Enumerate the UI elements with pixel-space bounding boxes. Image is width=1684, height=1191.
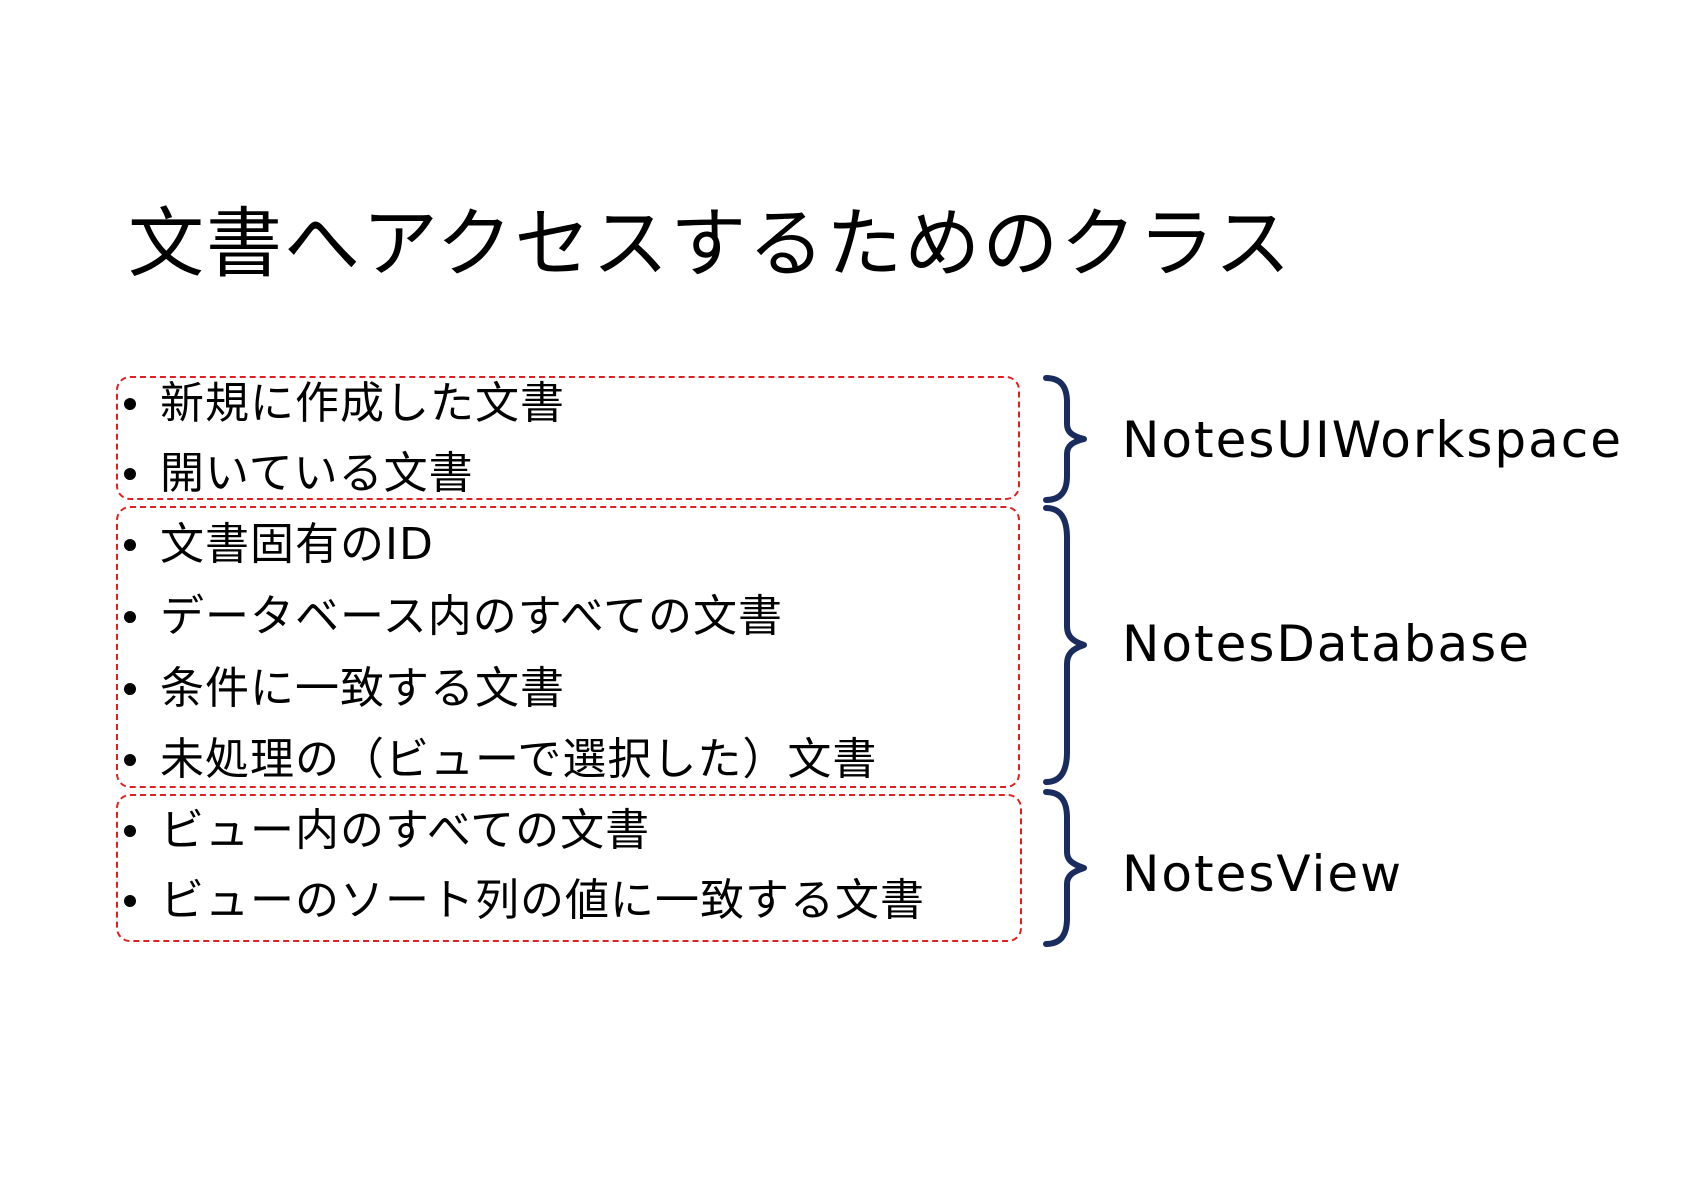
group-box-notesdatabase xyxy=(116,506,1020,788)
bullet-icon xyxy=(124,611,136,623)
bullet-icon xyxy=(124,539,136,551)
bullet-icon xyxy=(124,683,136,695)
bullet-icon xyxy=(124,468,136,480)
class-label-notesuiworkspace: NotesUIWorkspace xyxy=(1122,411,1624,469)
bullet-text: ビューのソート列の値に一致する文書 xyxy=(160,875,925,926)
bullet-item: 開いている文書 xyxy=(124,444,474,504)
bullet-item: 新規に作成した文書 xyxy=(124,374,565,434)
bullet-item: ビューのソート列の値に一致する文書 xyxy=(124,871,925,931)
bullet-text: データベース内のすべての文書 xyxy=(160,591,783,642)
bullet-item: 条件に一致する文書 xyxy=(124,659,565,719)
curly-brace-icon xyxy=(1043,375,1087,503)
bullet-text: 文書固有のID xyxy=(160,519,434,570)
slide-title: 文書へアクセスするためのクラス xyxy=(128,199,1293,288)
curly-brace-icon xyxy=(1043,505,1087,785)
bullet-text: ビュー内のすべての文書 xyxy=(160,805,651,856)
bullet-icon xyxy=(124,895,136,907)
class-label-notesview: NotesView xyxy=(1122,845,1404,903)
curly-brace-icon xyxy=(1043,789,1087,947)
bullet-text: 条件に一致する文書 xyxy=(160,663,565,714)
bullet-item: ビュー内のすべての文書 xyxy=(124,801,650,861)
bullet-text: 新規に作成した文書 xyxy=(160,378,565,429)
group-box-notesview xyxy=(116,794,1022,942)
bullet-item: 文書固有のID xyxy=(124,515,434,575)
bullet-icon xyxy=(124,825,136,837)
bullet-text: 未処理の（ビューで選択した）文書 xyxy=(160,734,878,785)
class-label-notesdatabase: NotesDatabase xyxy=(1122,615,1531,673)
bullet-text: 開いている文書 xyxy=(160,448,474,499)
bullet-icon xyxy=(124,398,136,410)
group-box-notesuiworkspace xyxy=(116,376,1020,500)
bullet-icon xyxy=(124,754,136,766)
bullet-item: データベース内のすべての文書 xyxy=(124,587,783,647)
bullet-item: 未処理の（ビューで選択した）文書 xyxy=(124,730,877,790)
